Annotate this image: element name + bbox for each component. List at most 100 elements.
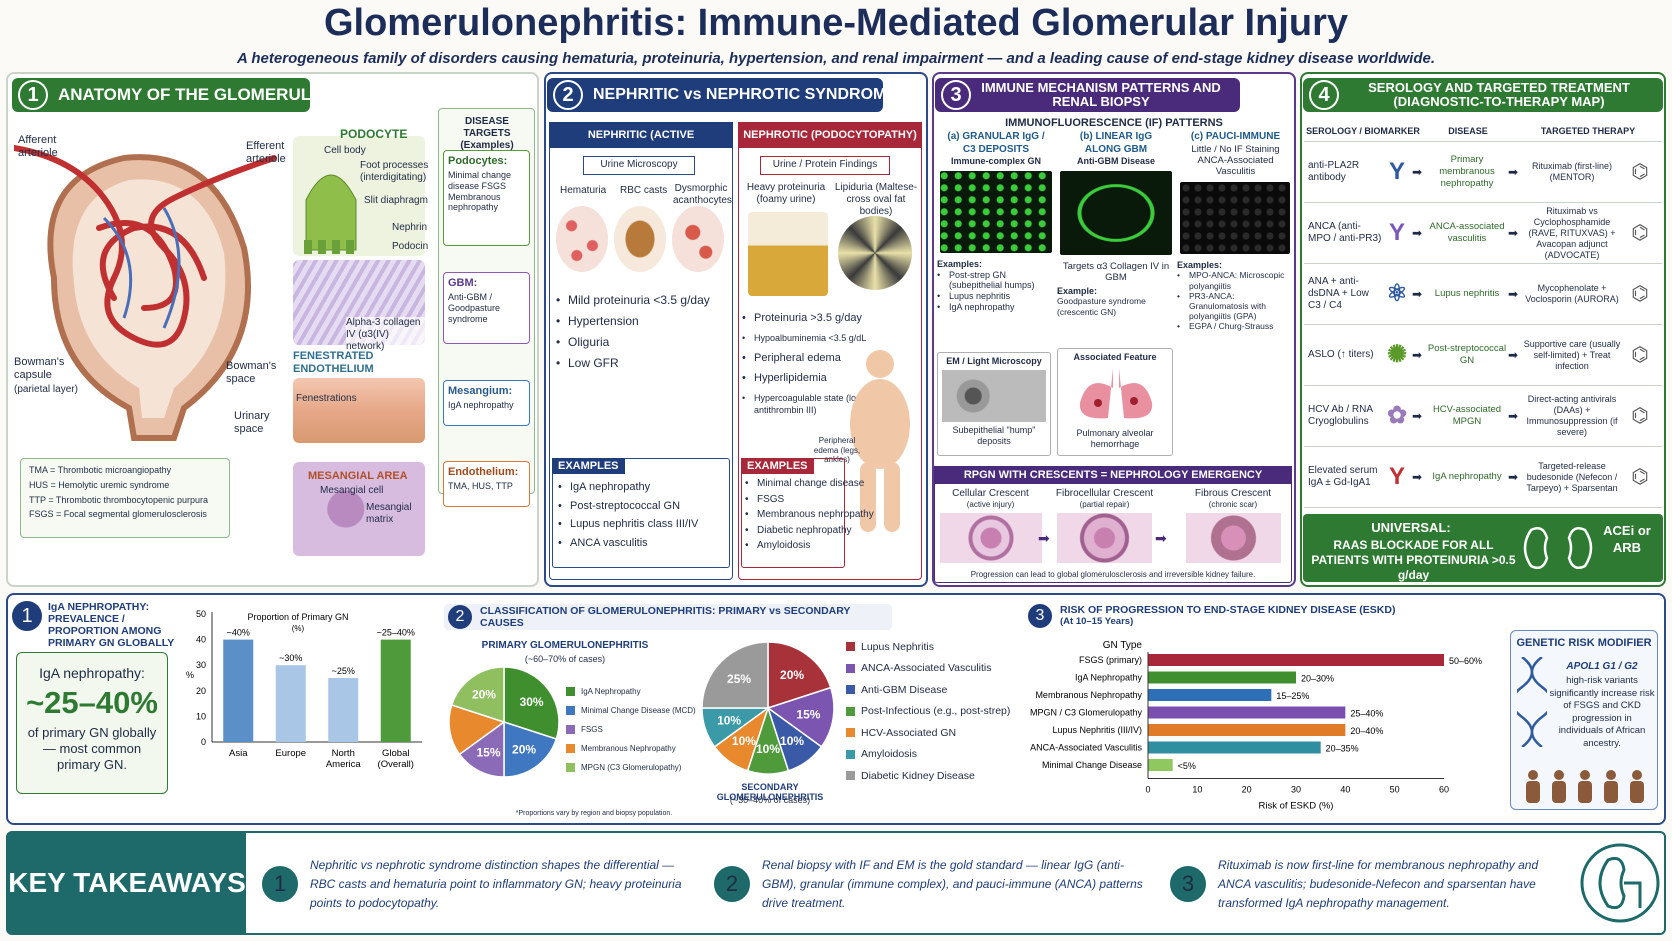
therapy-cell: Rituximab (first-line) (MENTOR) — [1531, 161, 1612, 182]
x-tick-label: 30 — [1291, 785, 1301, 795]
abbr-line: FSGS = Focal segmental glomerulosclerosi… — [29, 509, 207, 520]
nephritic-img-label: Dysmorphic acanthocytes — [673, 183, 732, 206]
crescent-fibrous: Fibrous Crescent (chronic scar) — [1180, 488, 1286, 566]
genetic-title: GENETIC RISK MODIFIER — [1516, 637, 1652, 649]
therapy-cell: Rituximab vs Cyclophosphamide (RAVE, RIT… — [1528, 205, 1616, 260]
legend-swatch — [566, 744, 575, 753]
legend-swatch — [566, 706, 575, 715]
pie-slice — [450, 666, 505, 724]
pattern-heading: (a) GRANULAR IgG / C3 DEPOSITS — [947, 131, 1045, 155]
x-tick-label: Global — [382, 748, 409, 759]
section-number: 1 — [12, 601, 42, 631]
example-item: Minimal change disease — [745, 476, 895, 492]
legend-label: Anti-GBM Disease — [861, 683, 948, 696]
disease-cell: ANCA-associated vasculitis — [1429, 221, 1505, 244]
serology-row: ASLO (↑ titers) ✺ ➡ Post-streptococcal G… — [1304, 325, 1662, 386]
serology-row: anti-PLA2R antibody Y ➡ Primary membrano… — [1304, 142, 1662, 203]
bacteria-icon: ✺ — [1386, 341, 1408, 368]
label-bowman-capsule-sub: (parietal layer) — [14, 384, 78, 395]
example-item: Membranous nephropathy — [745, 507, 895, 523]
nephritic-title: NEPHRITIC (ACTIVE INFLAMMATION) — [549, 122, 733, 167]
legend-label: Post-Infectious (e.g., post-strep) — [861, 705, 1011, 718]
arrow-icon: ➡ — [1508, 409, 1519, 423]
rpgn-note: Progression can lead to global glomerulo… — [970, 570, 1256, 579]
granular-if-image — [940, 170, 1052, 253]
pattern-b: (b) LINEAR IgG ALONG GBM Anti-GBM Diseas… — [1057, 131, 1175, 355]
chart-subtitle: (%) — [292, 624, 305, 633]
arrow-icon: ➡ — [1412, 287, 1423, 301]
y-tick-label: 20 — [196, 686, 206, 696]
arrow-icon: ➡ — [1508, 165, 1519, 179]
crescent-fibrocellular: Fibrocellular Crescent (partial repair) — [1052, 488, 1157, 566]
em-box: EM / Light Microscopy Subepithelial "hum… — [937, 352, 1051, 456]
rbc-cast-image — [614, 206, 666, 272]
legend-label: Diabetic Kidney Disease — [861, 769, 975, 782]
iga-prevalence-card: IgA nephropathy: ~25–40% of primary GN g… — [16, 652, 168, 794]
hematuria-image — [556, 206, 608, 272]
pie-note: *Proportions vary by region and biopsy p… — [515, 810, 673, 817]
abbreviation-box: TMA = Thrombotic microangiopathy HUS = H… — [20, 458, 230, 538]
pattern-examples: Post-strep GN (subepithelial humps) Lupu… — [937, 270, 1055, 313]
card-text: of primary GN globally — most common pri… — [27, 725, 157, 772]
label-collagen: Alpha-3 collagen IV (α3(IV) network) — [346, 317, 426, 353]
data-label: 50–60% — [1449, 656, 1482, 666]
crescent-heading: Fibrous Crescent — [1194, 488, 1272, 499]
people-icon — [1526, 770, 1644, 803]
slice-label: 20% — [780, 668, 804, 682]
example-item: FSGS — [745, 492, 895, 508]
y-tick-label: 30 — [196, 660, 206, 670]
crescent-image — [1185, 512, 1281, 563]
crescent-image — [939, 512, 1042, 563]
data-label: ~40% — [227, 628, 250, 638]
disease-cell: HCV-associated MPGN — [1432, 404, 1502, 427]
col-header: DISEASE — [1448, 125, 1488, 136]
category-label: Lupus Nephritis (III/IV) — [1052, 725, 1142, 735]
data-label: ~25% — [332, 666, 355, 676]
slice-label: 15% — [796, 707, 820, 721]
label-mesangial-area: MESANGIAL AREA — [308, 470, 408, 482]
serology-row: HCV Ab / RNA Cryoglobulins ✿ ➡ HCV-assoc… — [1304, 386, 1662, 447]
edema-label: Peripheral edema (legs, ankles) — [813, 436, 861, 465]
antibody-icon: ⚛ — [1386, 280, 1408, 307]
nephrotic-box-label: Urine / Protein Findings — [760, 156, 890, 175]
endothelium-detail — [293, 378, 425, 443]
legend-item: Membranous Nephropathy — [566, 739, 696, 758]
slice-label: 30% — [520, 695, 544, 709]
y-tick-label: 0 — [201, 737, 206, 747]
legend-swatch — [846, 749, 855, 759]
disease-cell: IgA nephropathy — [1432, 471, 1502, 482]
molecule-icon: ⌬ — [1631, 344, 1649, 366]
nephritic-examples-box — [552, 458, 730, 568]
card-heading: IgA nephropathy: — [39, 665, 145, 681]
pie-slice — [766, 686, 835, 748]
data-label: 20–30% — [1301, 674, 1334, 684]
data-label: 15–25% — [1276, 691, 1309, 701]
acei-label: ACEi or ARB — [1603, 523, 1651, 555]
example-item: IgA nephropathy — [558, 478, 728, 497]
category-label: IgA Nephropathy — [1075, 673, 1143, 683]
pattern-sub: Little / No IF Staining ANCA-Associated … — [1191, 143, 1280, 178]
bar — [1148, 724, 1346, 736]
antibody-icon: Y — [1388, 219, 1405, 246]
section-number: 2 — [553, 80, 583, 110]
legend-item: Anti-GBM Disease — [846, 679, 1016, 701]
nephrotic-img-label: Lipiduria (Maltese-cross oval fat bodies… — [834, 182, 918, 217]
takeaway-text: Renal biopsy with IF and EM is the gold … — [762, 857, 1143, 910]
crescent-heading: Fibrocellular Crescent — [1055, 488, 1154, 499]
nephrotic-findings: Proteinuria >3.5 g/day Hypoalbuminemia <… — [742, 308, 882, 416]
lung-icon — [1079, 367, 1153, 419]
genetic-heading: APOL1 G1 / G2 — [1566, 661, 1638, 672]
label-fenestrated: FENESTRATED ENDOTHELIUM — [293, 350, 374, 376]
em-image — [942, 369, 1046, 422]
y-tick-label: 50 — [196, 610, 206, 619]
secondary-pie-title: SECONDARY GLOMERULONEPHRITIS — [716, 782, 824, 802]
takeaway-number: 1 — [262, 866, 298, 902]
serology-row: ANA + anti-dsDNA + Low C3 / C4 ⚛ ➡ Lupus… — [1304, 264, 1662, 325]
legend-item: Post-Infectious (e.g., post-strep) — [846, 701, 1016, 723]
nephritic-img-label: Hematuria — [560, 185, 607, 196]
arrow-icon: ➡ — [1508, 226, 1519, 240]
pattern-sub: Immune-complex GN — [950, 156, 1042, 166]
